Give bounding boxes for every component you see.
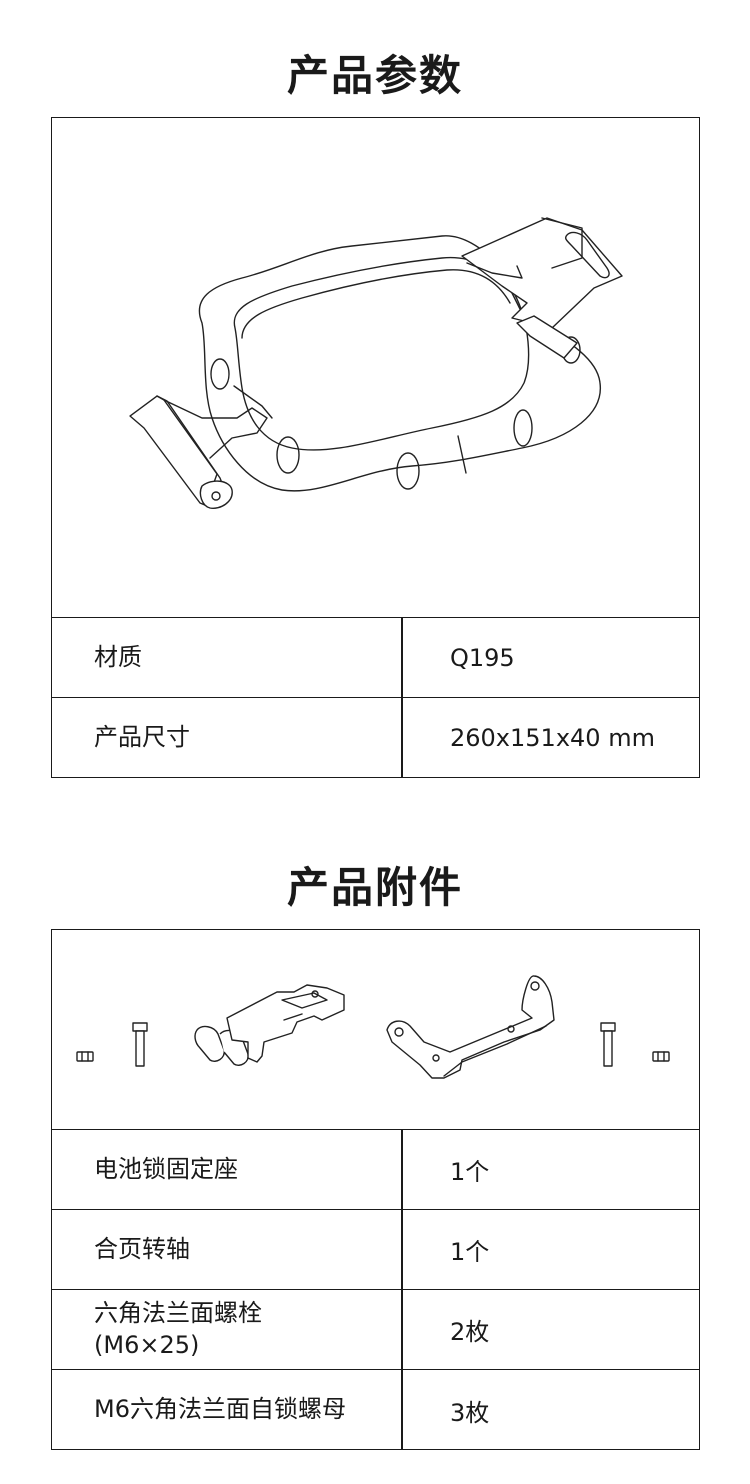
- size-label: 产品尺寸: [94, 723, 190, 752]
- accessory-label: 六角法兰面螺栓 (M6×25): [94, 1299, 262, 1359]
- accessories-drawing: [52, 930, 699, 1130]
- parts-line-drawing: [76, 975, 670, 1079]
- hinge-shaft-part-icon: [194, 984, 345, 1066]
- accessory-row-lock-seat: 电池锁固定座 1个: [52, 1130, 699, 1210]
- accessories-table: 电池锁固定座 1个 合页转轴 1个 六角法兰面螺栓 (M6×25) 2枚 M6六…: [51, 929, 700, 1450]
- accessory-qty: 1个: [450, 1158, 490, 1186]
- cell-divider: [401, 1370, 403, 1450]
- size-value: 260x151x40 mm: [450, 724, 655, 752]
- params-row-material: 材质 Q195: [52, 618, 699, 698]
- accessory-qty: 2枚: [450, 1318, 490, 1346]
- accessory-qty: 3枚: [450, 1398, 490, 1427]
- params-row-size: 产品尺寸 260x151x40 mm: [52, 698, 699, 778]
- cell-divider: [401, 698, 403, 778]
- accessory-qty: 1个: [450, 1238, 490, 1266]
- accessory-label: 合页转轴: [94, 1234, 190, 1263]
- accessory-row-nut: M6六角法兰面自锁螺母 3枚: [52, 1370, 699, 1450]
- bolt-right-icon: [600, 1022, 616, 1067]
- material-value: Q195: [450, 643, 515, 672]
- accessories-title: 产品附件: [286, 863, 463, 912]
- cell-divider: [401, 1210, 403, 1289]
- accessory-label: 电池锁固定座: [94, 1154, 238, 1183]
- product-drawing: [52, 118, 699, 618]
- cell-divider: [401, 618, 403, 697]
- accessory-label: M6六角法兰面自锁螺母: [94, 1395, 346, 1424]
- cell-divider: [401, 1130, 403, 1209]
- material-label: 材质: [94, 642, 142, 671]
- nut-left-icon: [76, 1051, 94, 1062]
- accessory-row-hinge-shaft: 合页转轴 1个: [52, 1210, 699, 1290]
- battery-lock-seat-part-icon: [386, 975, 555, 1079]
- accessory-row-bolt: 六角法兰面螺栓 (M6×25) 2枚: [52, 1290, 699, 1370]
- cell-divider: [401, 1290, 403, 1369]
- nut-right-icon: [652, 1051, 670, 1062]
- bracket-line-drawing: [129, 217, 623, 509]
- bolt-left-icon: [132, 1022, 148, 1067]
- params-table: 材质 Q195 产品尺寸 260x151x40 mm: [51, 117, 700, 778]
- params-title: 产品参数: [286, 51, 463, 100]
